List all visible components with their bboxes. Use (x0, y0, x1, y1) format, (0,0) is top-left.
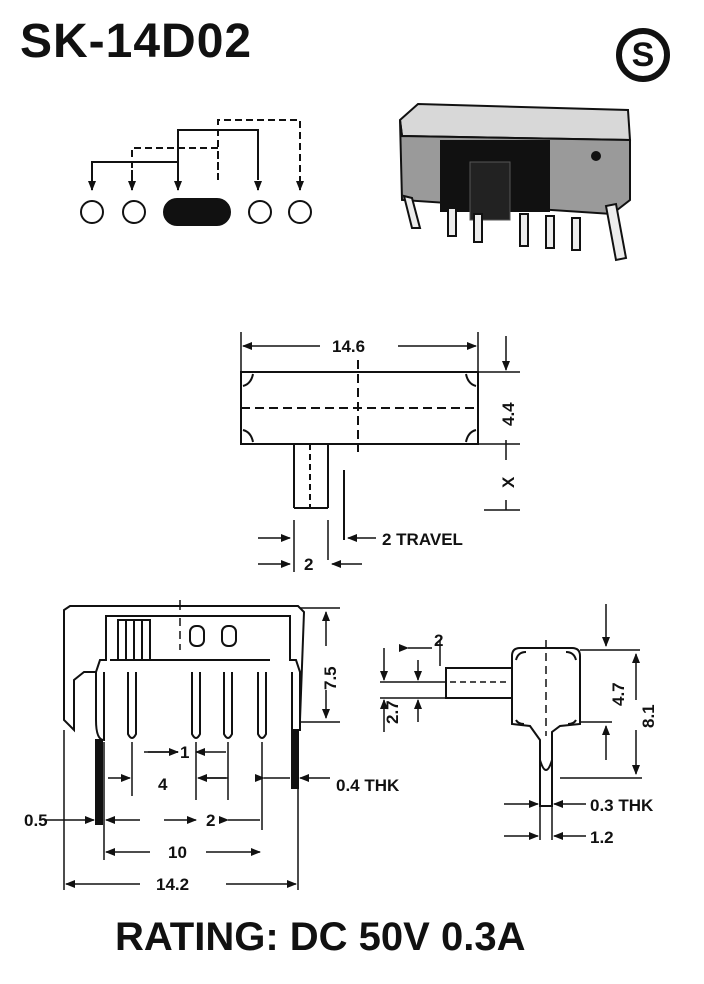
rating-text: RATING: DC 50V 0.3A (115, 915, 526, 959)
contact-schematic (80, 119, 312, 226)
dim-height: 4.4 (499, 402, 518, 426)
contact-4 (248, 200, 272, 224)
dim-x: X (499, 476, 518, 488)
dim-length: 14.6 (332, 337, 365, 356)
side-view (380, 604, 642, 840)
dim-pitch-2: 2 (206, 811, 215, 830)
logo-letter: S (631, 35, 655, 74)
dim-offset-05: 0.5 (24, 811, 48, 830)
dim-side-27: 2.7 (383, 700, 402, 724)
dim-span-142: 14.2 (156, 875, 189, 894)
dim-pitch-4: 4 (158, 775, 168, 794)
dim-side-81: 8.1 (639, 704, 658, 728)
dim-span-10: 10 (168, 843, 187, 862)
contact-5 (288, 200, 312, 224)
contact-1 (80, 200, 104, 224)
dim-side-47: 4.7 (609, 682, 628, 706)
slider-contact (163, 198, 231, 226)
dim-front-height: 7.5 (321, 666, 340, 690)
part-number-title: SK-14D02 (20, 15, 253, 68)
contact-2 (122, 200, 146, 224)
top-view (240, 332, 520, 572)
dim-thk-03: 0.3 THK (590, 796, 654, 815)
dim-travel: 2 TRAVEL (382, 530, 463, 549)
dim-thk-04: 0.4 THK (336, 776, 400, 795)
front-view (44, 600, 340, 890)
dim-side-12: 1.2 (590, 828, 614, 847)
dim-knob-width: 2 (304, 555, 313, 574)
switch-illustration (398, 102, 632, 262)
dim-pitch-small: 1 (180, 743, 189, 762)
s-mark-logo: S (616, 28, 670, 82)
dim-side-2: 2 (434, 631, 443, 650)
